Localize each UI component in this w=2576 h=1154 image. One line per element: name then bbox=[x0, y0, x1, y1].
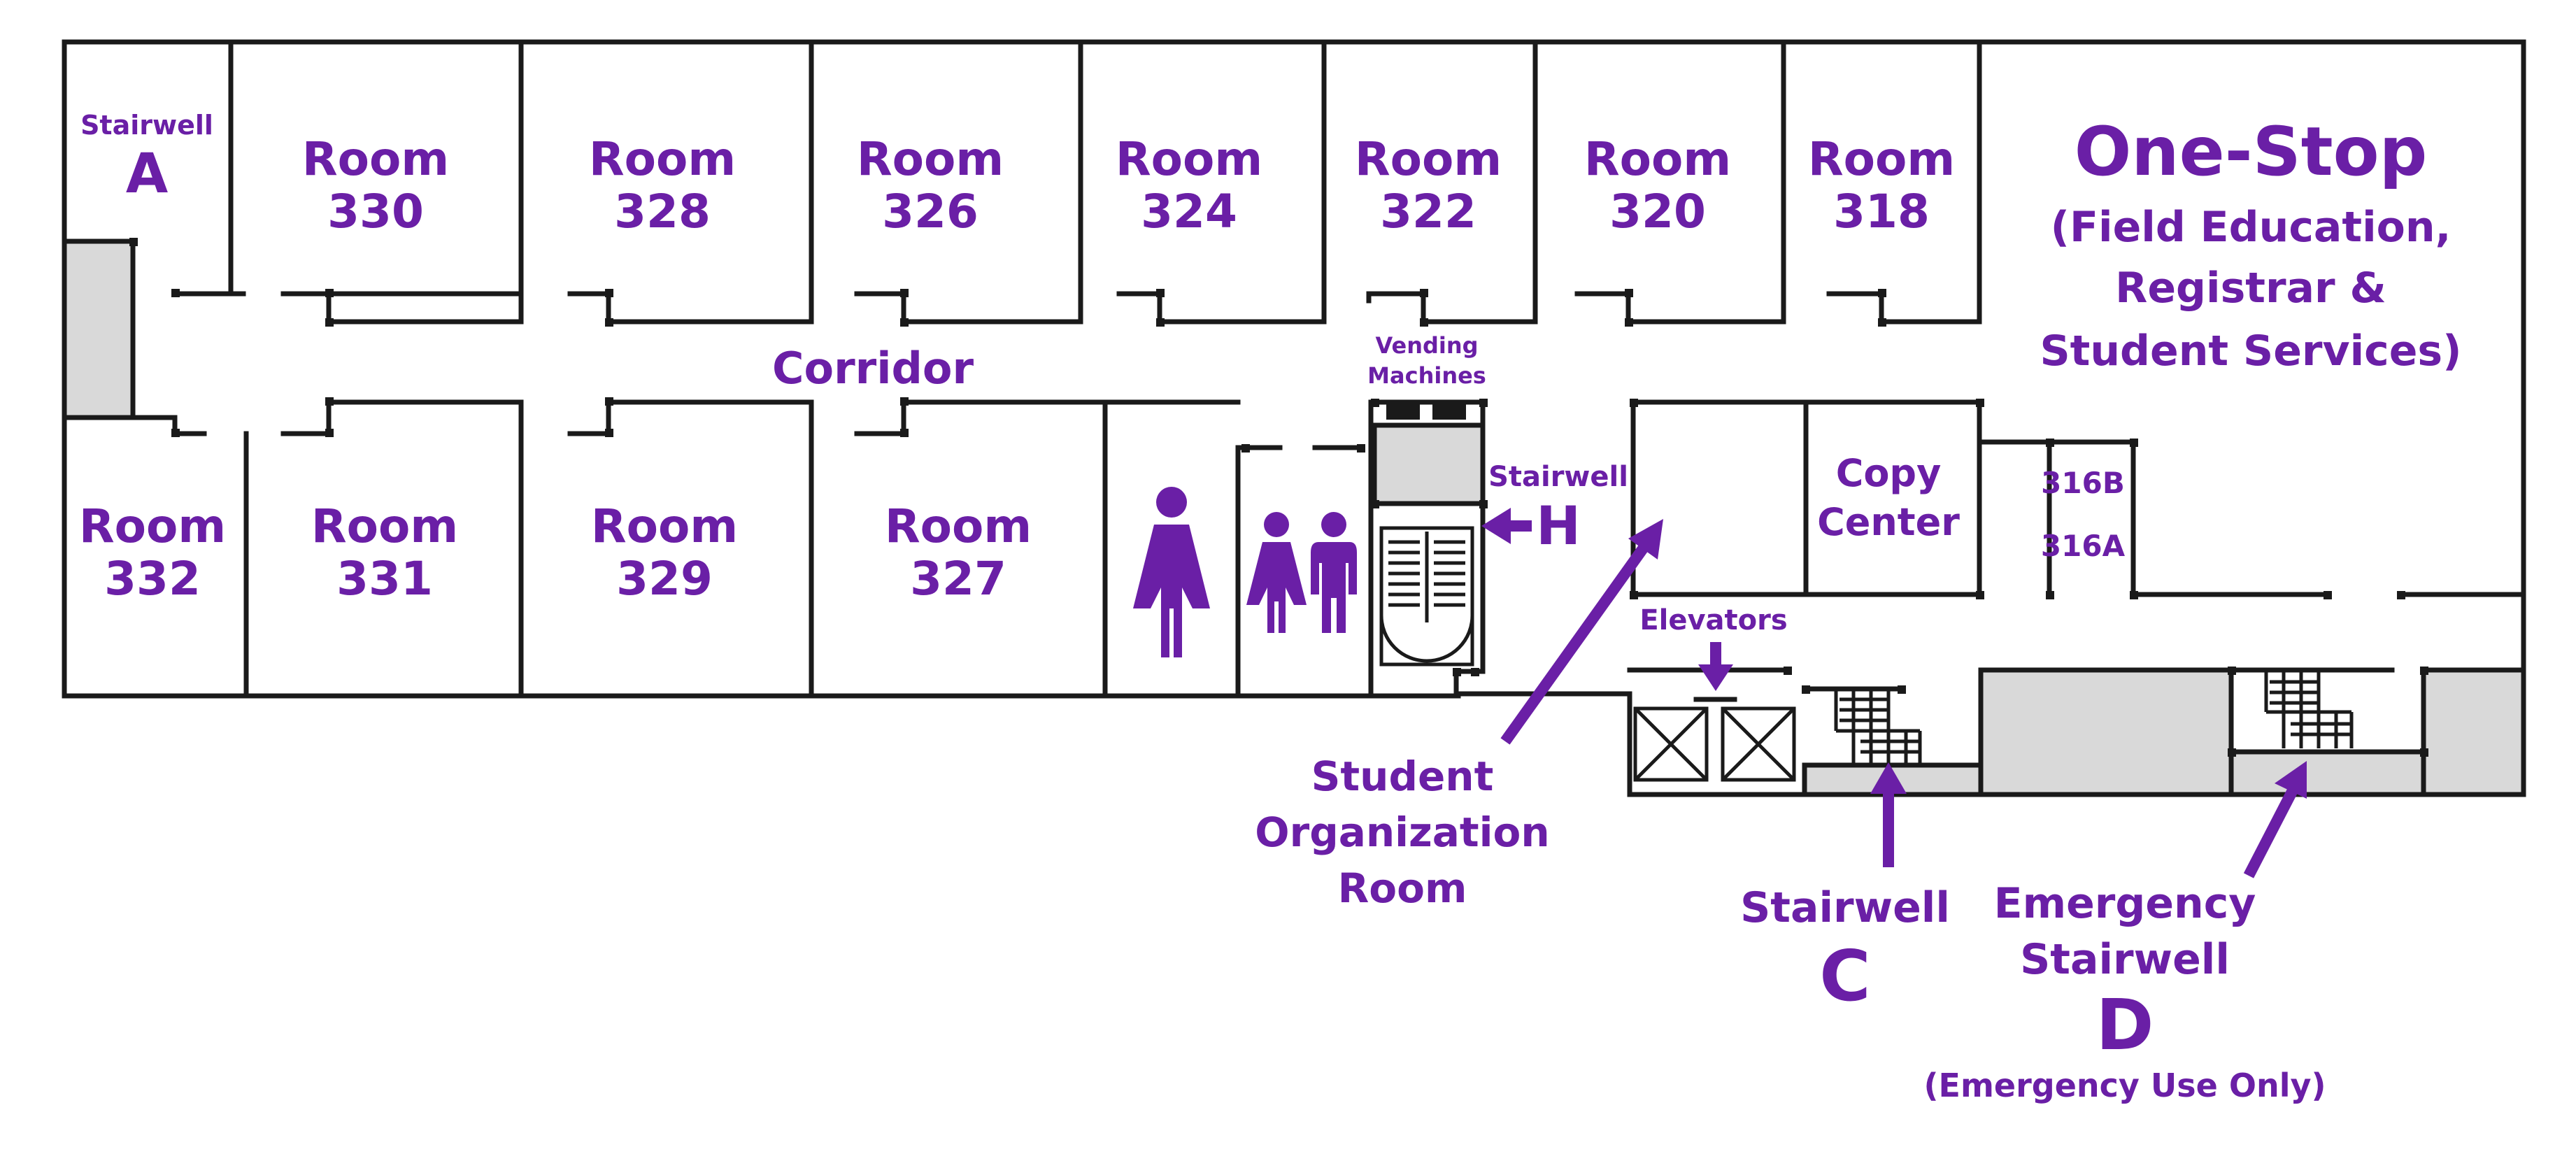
stairwell-d-arrow bbox=[2243, 788, 2298, 878]
stairwell-a-title: Stairwell bbox=[80, 110, 213, 141]
room-320-number: 320 bbox=[1609, 185, 1706, 238]
room-322-number: 322 bbox=[1380, 185, 1476, 238]
elevators-label: Elevators bbox=[1639, 604, 1787, 636]
one-stop-line1: (Field Education, bbox=[2051, 203, 2452, 252]
vending-machine bbox=[1432, 400, 1466, 420]
vending-label-line1: Vending bbox=[1375, 332, 1478, 359]
room-331-word: Room bbox=[311, 499, 458, 553]
room-331-number: 331 bbox=[336, 552, 433, 606]
stairwell-d-note: (Emergency Use Only) bbox=[1924, 1067, 2326, 1104]
one-stop-labels: One-Stop (Field Education, Registrar & S… bbox=[2040, 113, 2461, 376]
room-318-number: 318 bbox=[1833, 185, 1930, 238]
stairwell-a-walls bbox=[62, 238, 249, 699]
room-326-word: Room bbox=[857, 132, 1004, 186]
room-318-word: Room bbox=[1808, 132, 1955, 186]
stairwell-c-title: Stairwell bbox=[1740, 883, 1950, 932]
room-330-number: 330 bbox=[327, 185, 424, 238]
stairwell-d-labels: Emergency Stairwell D (Emergency Use Onl… bbox=[1924, 879, 2326, 1104]
emergency-stair-strip bbox=[2228, 749, 2426, 797]
corridor-label: Corridor bbox=[772, 343, 974, 394]
room-324-word: Room bbox=[1116, 132, 1262, 186]
student-org-line3: Room bbox=[1338, 864, 1467, 912]
copy-center-line2: Center bbox=[1817, 500, 1960, 544]
room-332-word: Room bbox=[79, 499, 226, 553]
room-326-number: 326 bbox=[882, 185, 979, 238]
stairwell-h-letter: H bbox=[1536, 494, 1581, 557]
room-330-word: Room bbox=[302, 132, 449, 186]
vending-area bbox=[1372, 422, 1486, 506]
stairwell-d-title2: Stairwell bbox=[2020, 935, 2230, 984]
stairwell-c-letter: C bbox=[1819, 935, 1870, 1017]
student-org-labels: Student Organization Room bbox=[1255, 753, 1549, 912]
copy-center-line1: Copy bbox=[1836, 451, 1942, 495]
stairwell-d-stairs bbox=[2264, 670, 2354, 748]
stairwell-h-stairs bbox=[1379, 526, 1474, 667]
student-org-line1: Student bbox=[1311, 753, 1494, 800]
room-324-number: 324 bbox=[1141, 185, 1237, 238]
room-316a-label: 316A bbox=[2041, 529, 2126, 563]
room-327-word: Room bbox=[885, 499, 1032, 553]
room-327-number: 327 bbox=[910, 552, 1006, 606]
one-stop-title: One-Stop bbox=[2075, 113, 2428, 191]
room-320-word: Room bbox=[1584, 132, 1731, 186]
room-328-word: Room bbox=[589, 132, 736, 186]
wall-posts bbox=[129, 238, 2428, 757]
room-332-number: 332 bbox=[104, 552, 201, 606]
stairwell-a-shaft bbox=[62, 238, 136, 420]
womens-restroom-icon bbox=[1133, 487, 1210, 657]
room-322-word: Room bbox=[1355, 132, 1502, 186]
bottom-room-labels: Room 332 Room 331 Room 329 Room 327 bbox=[79, 499, 1032, 606]
bottom-room-walls bbox=[280, 399, 1486, 699]
one-stop-line2: Registrar & bbox=[2115, 264, 2386, 313]
service-block-right bbox=[2421, 667, 2526, 797]
student-org-arrow bbox=[1500, 539, 1652, 745]
stairwell-d-letter: D bbox=[2095, 984, 2154, 1066]
stairwell-c-stairs bbox=[1834, 689, 1922, 765]
elevators bbox=[1633, 697, 1796, 782]
room-329-number: 329 bbox=[616, 552, 713, 606]
arrows bbox=[1481, 508, 2307, 878]
top-room-labels: Room 330 Room 328 Room 326 Room 324 Room… bbox=[302, 132, 1955, 238]
room-328-number: 328 bbox=[614, 185, 711, 238]
vending-machine bbox=[1386, 400, 1420, 420]
room-329-word: Room bbox=[591, 499, 738, 553]
room-316b-label: 316B bbox=[2041, 466, 2125, 500]
service-block-center bbox=[1978, 667, 2234, 797]
stairwell-a-letter: A bbox=[126, 143, 168, 206]
stairwell-d-title1: Emergency bbox=[1994, 879, 2256, 928]
all-gender-restroom-icon bbox=[1246, 512, 1357, 633]
student-org-line2: Organization bbox=[1255, 808, 1549, 856]
vending-label-line2: Machines bbox=[1367, 362, 1486, 389]
one-stop-line3: Student Services) bbox=[2040, 327, 2461, 376]
stairwell-h-title: Stairwell bbox=[1488, 461, 1628, 493]
